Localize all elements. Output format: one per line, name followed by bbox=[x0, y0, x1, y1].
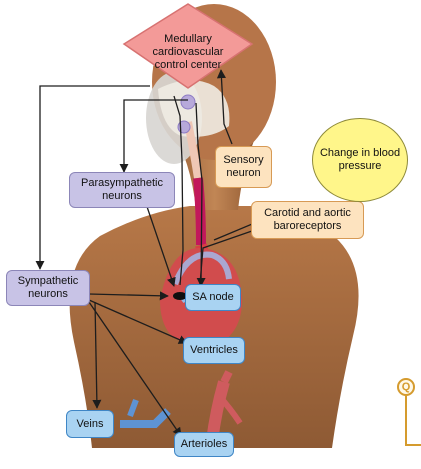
arterioles-box: Arterioles bbox=[174, 432, 234, 457]
sensory-neuron-label: Sensory neuron bbox=[216, 154, 271, 180]
veins-box: Veins bbox=[66, 410, 114, 438]
change-in-blood-pressure-label: Change in blood pressure bbox=[313, 147, 407, 173]
sa-node-label: SA node bbox=[192, 291, 234, 304]
baroreceptors-box: Carotid and aortic baroreceptors bbox=[251, 201, 364, 239]
ventricles-label: Ventricles bbox=[190, 344, 238, 357]
baroreceptors-label: Carotid and aortic baroreceptors bbox=[252, 207, 363, 233]
change-in-blood-pressure-oval: Change in blood pressure bbox=[312, 118, 408, 202]
sympathetic-neurons-label: Sympathetic neurons bbox=[7, 275, 89, 301]
q-icon-bracket bbox=[406, 396, 421, 445]
q-badge-icon[interactable]: Q bbox=[397, 378, 415, 396]
sympathetic-neurons-box: Sympathetic neurons bbox=[6, 270, 90, 306]
sensory-neuron-box: Sensory neuron bbox=[215, 146, 272, 188]
sa-node-box: SA node bbox=[185, 284, 241, 311]
parasympathetic-neurons-label: Parasympathetic neurons bbox=[70, 177, 174, 203]
parasympathetic-neurons-box: Parasympathetic neurons bbox=[69, 172, 175, 208]
arterioles-label: Arterioles bbox=[181, 438, 227, 451]
medullary-control-center-label: Medullary cardiovascular control center bbox=[138, 10, 238, 94]
veins-label: Veins bbox=[77, 418, 104, 431]
ventricles-box: Ventricles bbox=[183, 337, 245, 364]
